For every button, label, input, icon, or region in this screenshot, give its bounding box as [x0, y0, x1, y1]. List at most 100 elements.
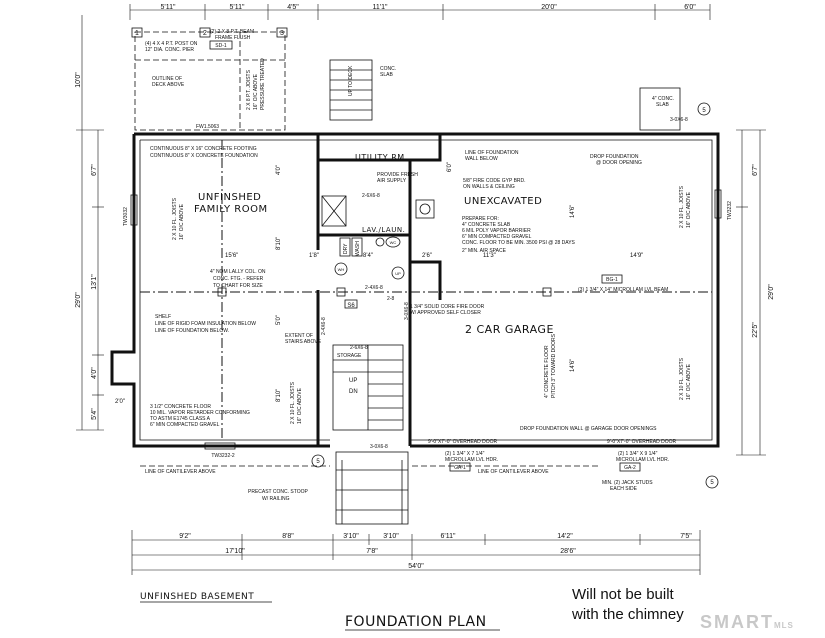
note-hdr2-1: (2) 1 3/4" X 9 1/4"	[618, 451, 658, 457]
plan-title: FOUNDATION PLAN	[345, 614, 487, 630]
note-hdr1-2: MICROLLAM LVL HDR.	[445, 457, 498, 463]
door-b: 2-4X6-8	[365, 285, 383, 291]
note-conc-slab-top-1: CONC.	[380, 66, 396, 72]
note-cantilever-left: LINE OF CANTILEVER ABOVE	[145, 469, 216, 475]
note-beam-main: (3) 1 3/4" X 14" MICROLLAM LVL BEAM	[578, 287, 668, 293]
stair-up-label: UP	[395, 271, 401, 276]
dryer	[339, 237, 351, 257]
note-deck-joists-1: 2 X 8 P.T. JOISTS	[246, 69, 252, 110]
joist-labels: 2 X 10 FL. JOISTS 16" O/C ABOVE 2 X 10 F…	[123, 185, 733, 459]
note-firecode-1: 5/8" FIRE CODE GYP BRD.	[463, 178, 526, 184]
washer-label: WASH	[355, 241, 361, 256]
joist-garage-2: 16" O/C ABOVE	[686, 191, 692, 228]
lally-column-2	[336, 287, 346, 297]
note-lally-1: 4" NOM LALLY COL. ON	[210, 269, 266, 275]
joist-garage-1: 2 X 10 FL. JOISTS	[679, 185, 685, 228]
foundation-walls	[110, 132, 722, 450]
dim-top-1: 5'11"	[161, 4, 176, 11]
door-g: 2-4X6-8	[321, 317, 327, 335]
note-drop-foundation-2: @ DOOR OPENING	[596, 160, 642, 166]
note-basement-floor-2: 10 MIL. VAPOR RETARDER CONFORMING	[150, 410, 250, 416]
sheet-label: UNFINSHED BASEMENT	[140, 592, 254, 602]
note-prepare-4: 6" MIN COMPACTED GRAVEL	[462, 234, 532, 240]
note-shelf-3: LINE OF FOUNDATION BELOW.	[155, 328, 229, 334]
flag-1-label: 1	[135, 30, 139, 37]
section-marker-right-label: 5	[702, 108, 706, 114]
window-right-label: TW3232	[727, 201, 733, 220]
joist-left-1: 2 X 10 FL. JOISTS	[290, 381, 296, 424]
note-conc-slab-top-2: SLAB	[380, 72, 393, 78]
note-shelf-1: SHELF	[155, 314, 171, 320]
window-left-label: TW3032	[123, 207, 129, 226]
dim-top-5: 20'0"	[541, 4, 557, 11]
note-stairs-1: EXTENT OF	[285, 333, 313, 339]
utility-area: DRY WASH WC WH UP	[321, 195, 435, 280]
joist-right-2: 16" O/C ABOVE	[686, 363, 692, 400]
lally-column-1	[217, 287, 227, 297]
note-ohd1: 9'-0"X7'-0" OVERHEAD DOOR	[428, 439, 497, 445]
toilet	[385, 236, 401, 248]
dim-int-4: 8'4"	[363, 253, 373, 259]
dim-int-5: 2'6"	[422, 253, 432, 259]
dim-int-2: 8'10"	[276, 237, 282, 250]
room-unexcavated: UNEXCAVATED	[464, 196, 542, 207]
window-left	[130, 194, 138, 226]
door-f: 2-8	[387, 296, 394, 302]
dim-bottom-8: 17'10"	[225, 548, 245, 555]
dim-int-1: 15'6"	[225, 253, 238, 259]
section-marker-right	[697, 102, 711, 116]
dim-bottom-2: 8'8"	[282, 533, 294, 540]
wc-label: WC	[390, 240, 397, 245]
room-lav: LAV./LAUN.	[362, 226, 405, 234]
dim-int-9: 14'6"	[570, 359, 576, 372]
dim-left-2: 6'7"	[91, 164, 98, 176]
dim-top-6: 6'0"	[684, 4, 696, 11]
dim-int-14: 4'0"	[276, 165, 282, 175]
note-prepare-3: 6 MIL POLY VAPOR BARRIER	[462, 228, 531, 234]
note-drop-garage: DROP FOUNDATION WALL @ GARAGE DOOR OPENI…	[520, 426, 657, 432]
dim-left-3: 13'1"	[91, 274, 98, 290]
note-beam-1: (2) 2 X 8 P.T. BEAM	[210, 29, 254, 35]
joist-family-1: 2 X 10 FL. JOISTS	[172, 197, 178, 240]
stair-up-text: UP	[349, 378, 357, 384]
watermark-text: SMART	[700, 612, 774, 632]
note-deck-post-1: (4) 4 X 4 P.T. POST ON	[145, 41, 198, 47]
door-d: 2-6X6-8	[350, 345, 368, 351]
note-lally-3: TO CHART FOR SIZE	[213, 283, 263, 289]
dryer-label: DRY	[343, 243, 349, 254]
note-deck-outline-1: OUTLINE OF	[152, 76, 182, 82]
chimney-note-line2: with the chimney	[572, 606, 684, 623]
note-prepare-5: CONC. FLOOR TO BE MIN. 3500 PSI @ 28 DAY…	[462, 240, 576, 246]
wh-label: WH	[338, 267, 345, 272]
chimney-note: Will not be built with the chimney	[572, 585, 732, 625]
dim-left-5: 5'4"	[91, 408, 98, 420]
dim-int-12: 5'0"	[276, 315, 282, 325]
note-prepare-6: 2" MIN. AIR SPACE	[462, 248, 507, 254]
dim-bottom-5: 6'11"	[441, 533, 456, 540]
dim-top-4: 11'1"	[373, 4, 388, 11]
dim-right-2: 29'0"	[768, 284, 775, 300]
note-shelf-2: LINE OF RIGID FOAM INSULATION BELOW	[155, 321, 256, 327]
title-block: UNFINSHED BASEMENT FOUNDATION PLAN	[140, 592, 500, 631]
note-deck-outline-2: DECK ABOVE	[152, 82, 185, 88]
deck-area: 1 2 3 (4) 4 X 4 P.T. POST ON 12" DIA. CO…	[131, 27, 711, 131]
note-basement-floor-3: TO ASTM E1745 CLASS A	[150, 416, 211, 422]
dim-left-1: 10'0"	[75, 72, 82, 88]
dim-bottom-10: 28'6"	[560, 548, 576, 555]
note-basement-floor-1: 3 1/2" CONCRETE FLOOR	[150, 404, 211, 410]
water-heater	[334, 262, 348, 276]
note-prepare-2: 4" CONCRETE SLAB	[462, 222, 511, 228]
dim-int-6: 11'3"	[483, 253, 496, 259]
note-ohd2: 9'-0"X7'-0" OVERHEAD DOOR	[607, 439, 676, 445]
room-family-line1: UNFINSHED	[198, 192, 261, 203]
note-firecode-2: ON WALLS & CEILING	[463, 184, 515, 190]
section-marker-bottom-right	[705, 475, 719, 489]
chimney-note-line1: Will not be built	[572, 586, 674, 603]
dim-left-4: 4'0"	[91, 367, 98, 379]
joist-right-1: 2 X 10 FL. JOISTS	[679, 357, 685, 400]
note-jack-2: EACH SIDE	[610, 486, 638, 492]
note-cantilever-right: LINE OF CANTILEVER ABOVE	[478, 469, 549, 475]
joist-family-2: 16" O/C ABOVE	[179, 203, 185, 240]
note-drop-foundation-1: DROP FOUNDATION	[590, 154, 639, 160]
